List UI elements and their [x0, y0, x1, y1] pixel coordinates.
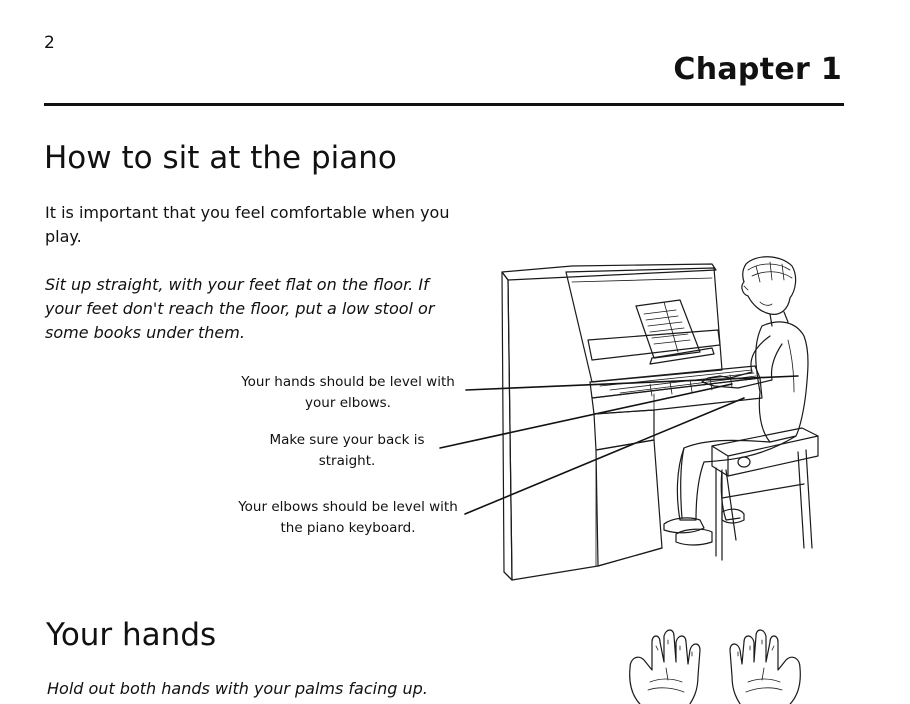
chapter-title: Chapter 1 — [673, 52, 842, 87]
header-divider — [44, 103, 844, 106]
callout-straight-back: Make sure your back is straight. — [269, 432, 425, 469]
callout-hands-level: Your hands should be level with your elb… — [241, 374, 455, 411]
hands-instruction: Hold out both hands with your palms faci… — [47, 679, 428, 698]
section-heading-sitting: How to sit at the piano — [44, 140, 397, 176]
intro-paragraph: It is important that you feel comfortabl… — [45, 203, 450, 246]
piano-stool-illustration — [711, 427, 819, 561]
boy-illustration — [663, 256, 809, 546]
open-hands-illustration — [629, 629, 801, 704]
callout-leader-lines — [439, 375, 799, 515]
page-number: 2 — [44, 33, 55, 53]
callout-elbows-level: Your elbows should be level with the pia… — [238, 499, 458, 536]
piano-illustration — [501, 263, 763, 581]
posture-instruction: Sit up straight, with your feet flat on … — [45, 275, 435, 342]
section-heading-hands: Your hands — [46, 617, 217, 653]
